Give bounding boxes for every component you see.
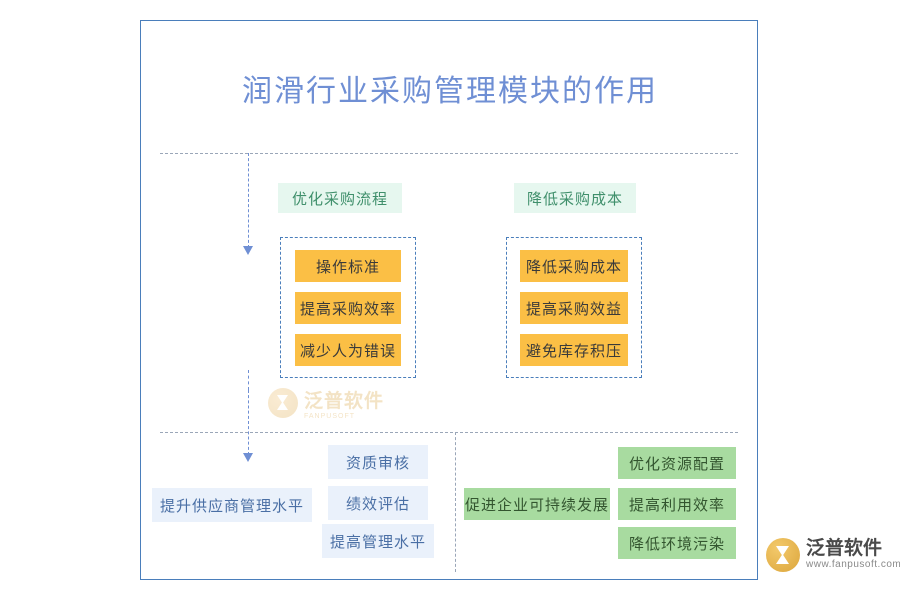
flow-line-lower-a xyxy=(248,370,249,390)
brand-logo-icon xyxy=(766,538,800,572)
bottom-left-label: 提升供应商管理水平 xyxy=(152,488,312,522)
column-2-group xyxy=(506,237,642,378)
bottom-right-label: 促进企业可持续发展 xyxy=(464,488,610,520)
column-1-group xyxy=(280,237,416,378)
bottom-right-item-1: 优化资源配置 xyxy=(618,447,736,479)
arrow-down-lower-icon xyxy=(243,453,253,462)
column-2-item-3: 避免库存积压 xyxy=(520,334,628,366)
divider-vertical-bottom xyxy=(455,432,456,572)
divider-middle xyxy=(160,432,738,433)
brand-name: 泛普软件 xyxy=(806,538,883,559)
flow-line-lower xyxy=(248,390,249,455)
column-2-header: 降低采购成本 xyxy=(514,183,636,213)
bottom-right-item-2: 提高利用效率 xyxy=(618,488,736,520)
column-2-item-1: 降低采购成本 xyxy=(520,250,628,282)
bottom-right-item-3: 降低环境污染 xyxy=(618,527,736,559)
column-1-header: 优化采购流程 xyxy=(278,183,402,213)
column-1-item-1: 操作标准 xyxy=(295,250,401,282)
column-1-item-3: 减少人为错误 xyxy=(295,334,401,366)
bottom-left-item-3: 提高管理水平 xyxy=(322,524,434,558)
arrow-down-upper-icon xyxy=(243,246,253,255)
brand-logo: 泛普软件 www.fanpusoft.com xyxy=(766,538,900,572)
flow-line-upper xyxy=(248,153,249,248)
divider-top xyxy=(160,153,738,154)
column-1-item-2: 提高采购效率 xyxy=(295,292,401,324)
bottom-left-item-2: 绩效评估 xyxy=(328,486,428,520)
bottom-left-item-1: 资质审核 xyxy=(328,445,428,479)
diagram-frame xyxy=(140,20,758,580)
brand-url: www.fanpusoft.com xyxy=(806,559,900,570)
column-2-item-2: 提高采购效益 xyxy=(520,292,628,324)
page-title: 润滑行业采购管理模块的作用 xyxy=(242,75,658,108)
